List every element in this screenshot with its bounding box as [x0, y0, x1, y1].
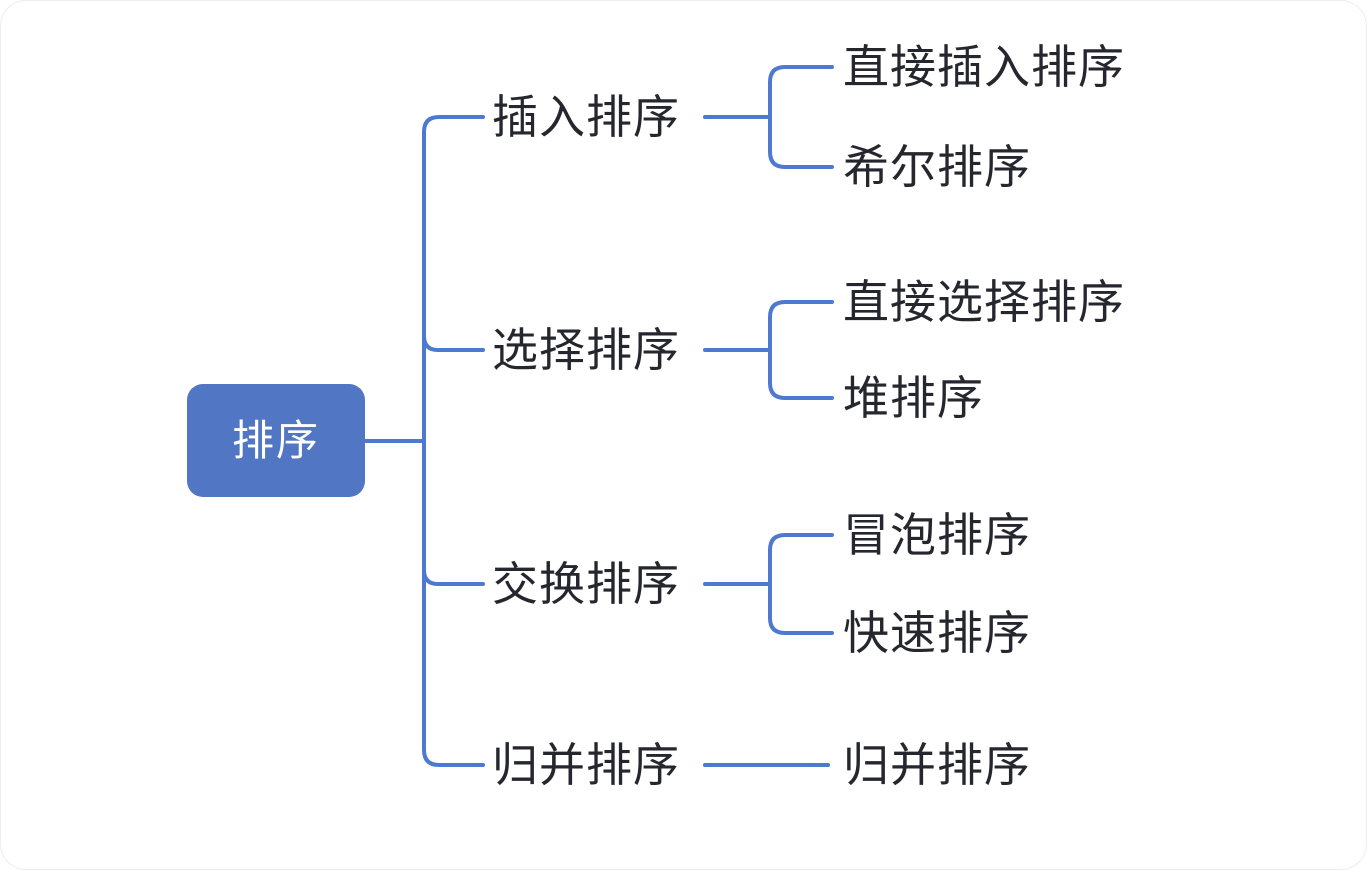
- leaf-node-shell-sort[interactable]: 希尔排序: [843, 141, 1031, 193]
- leaf-node-quick-sort[interactable]: 快速排序: [843, 607, 1031, 659]
- branch-node-exchange-sort[interactable]: 交换排序: [492, 558, 680, 610]
- bracket-insertion-sort-children: [768, 65, 834, 169]
- connector-trunk: [422, 115, 485, 767]
- leaf-node-direct-selection-sort[interactable]: 直接选择排序: [843, 276, 1125, 328]
- connector-trunk-to-exchange-sort: [422, 568, 485, 586]
- branch-node-insertion-sort[interactable]: 插入排序: [492, 91, 680, 143]
- connector-trunk-to-selection-sort: [422, 334, 485, 352]
- root-node-label: 排序: [231, 416, 320, 464]
- leaf-node-bubble-sort[interactable]: 冒泡排序: [843, 509, 1031, 561]
- branch-node-selection-sort[interactable]: 选择排序: [492, 324, 680, 376]
- bracket-exchange-sort-children: [768, 533, 834, 635]
- leaf-node-heap-sort[interactable]: 堆排序: [843, 372, 984, 424]
- root-node-sorting[interactable]: 排序: [187, 384, 365, 497]
- branch-node-merge-sort[interactable]: 归并排序: [492, 739, 680, 791]
- leaf-node-direct-insertion-sort[interactable]: 直接插入排序: [843, 41, 1125, 93]
- bracket-selection-sort-children: [768, 300, 834, 400]
- leaf-node-merge-sort[interactable]: 归并排序: [843, 739, 1031, 791]
